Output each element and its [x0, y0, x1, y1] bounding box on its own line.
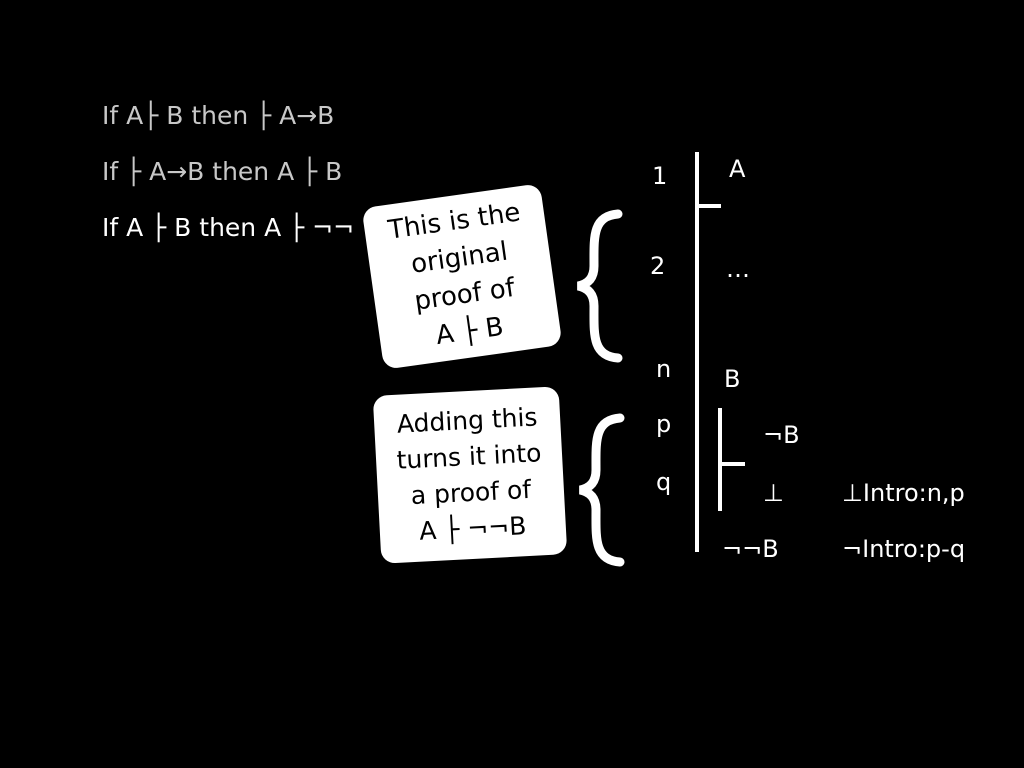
line-number-q: q: [656, 468, 672, 496]
brace-original-proof: [576, 209, 623, 363]
statement-double-negation: If A ├ B then A ├ ¬¬: [102, 213, 355, 242]
line-number-1: 1: [652, 162, 668, 190]
line-number-2: 2: [650, 252, 666, 280]
justification-neg-intro: ¬Intro:p-q: [842, 535, 966, 563]
formula-dots: …: [726, 255, 750, 283]
line-number-p: p: [656, 410, 672, 438]
callout-original-proof: This is the original proof of A ├ B: [361, 183, 563, 370]
formula-b: B: [724, 365, 741, 393]
inner-premise-tick: [718, 462, 745, 466]
formula-not-not-b: ¬¬B: [722, 535, 779, 563]
statement-converse: If ├ A→B then A ├ B: [102, 157, 343, 186]
callout-adding-line-4: A ├ ¬¬B: [418, 511, 528, 546]
inner-scope-line: [718, 408, 722, 511]
justification-bottom-intro: ⊥Intro:n,p: [842, 479, 965, 507]
formula-not-b: ¬B: [763, 421, 800, 449]
brace-added-steps: [578, 413, 625, 567]
main-premise-tick: [695, 204, 721, 208]
formula-bottom: ⊥: [763, 479, 784, 507]
callout-added-steps: Adding this turns it into a proof of A ├…: [372, 386, 568, 564]
statement-deduction-theorem: If A├ B then ├ A→B: [102, 101, 335, 130]
formula-a: A: [729, 155, 746, 183]
line-number-n: n: [656, 355, 672, 383]
main-scope-line: [695, 152, 699, 552]
